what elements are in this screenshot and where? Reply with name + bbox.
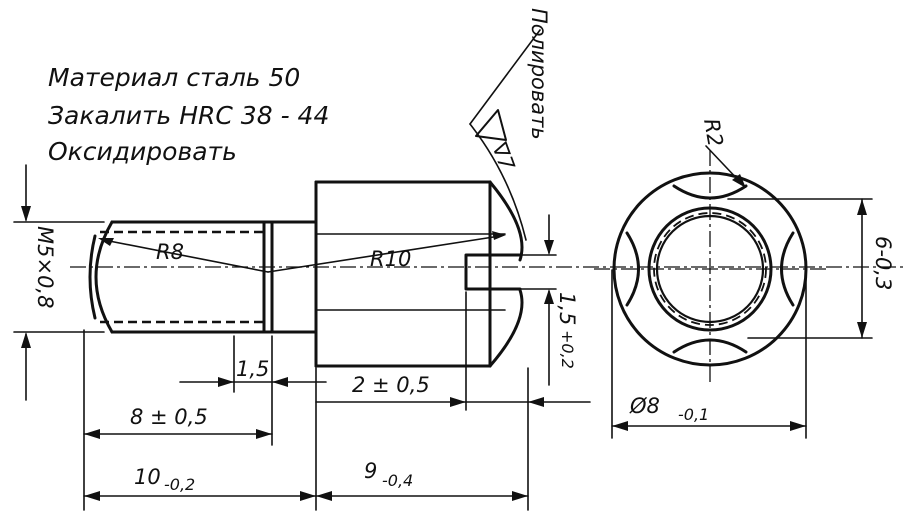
polish-callout [469, 29, 541, 241]
threaded-shank [88, 220, 274, 334]
slot-depth-dimension [544, 214, 554, 386]
slot-width-dimension [727, 198, 873, 339]
dim-1-5 [179, 377, 327, 387]
radius-leaders [98, 231, 506, 273]
thread-dimension [13, 164, 105, 401]
dim-2 [315, 397, 591, 407]
slot-depth-tol: +0,2 [558, 330, 577, 369]
harden-note: Закалить HRC 38 - 44 [48, 101, 329, 130]
end-view [594, 150, 826, 385]
dim-8-label: 8 ± 0,5 [130, 405, 208, 429]
r8-label: R8 [156, 240, 184, 264]
slot-width-label: 6-0,3 [871, 236, 895, 290]
r2-leader [705, 145, 746, 188]
diameter-dimension [611, 421, 807, 431]
roughness-label: ∇7 [487, 139, 519, 175]
diameter-tol: -0,1 [678, 405, 709, 424]
dim-8 [83, 429, 273, 439]
extension-lines [83, 269, 807, 511]
material-note: Материал сталь 50 [48, 63, 300, 92]
diameter-label: Ø8 [629, 394, 660, 418]
dim-10-9 [83, 491, 529, 501]
slot-depth-label: 1,5 [555, 292, 579, 325]
oxidize-note: Оксидировать [48, 137, 237, 166]
dim-9-tol: -0,4 [382, 471, 413, 490]
dim-9-label: 9 [364, 459, 377, 483]
dim-2-label: 2 ± 0,5 [352, 373, 430, 397]
polish-label: Полировать [527, 8, 551, 140]
r10-label: R10 [370, 247, 411, 271]
r2-label: R2 [699, 117, 727, 149]
pin-head [270, 180, 557, 368]
dim-10-tol: -0,2 [164, 475, 195, 494]
thread-label: M5×0,8 [33, 226, 57, 308]
dim-1-5-label: 1,5 [236, 357, 269, 381]
dim-10-label: 10 [134, 465, 161, 489]
